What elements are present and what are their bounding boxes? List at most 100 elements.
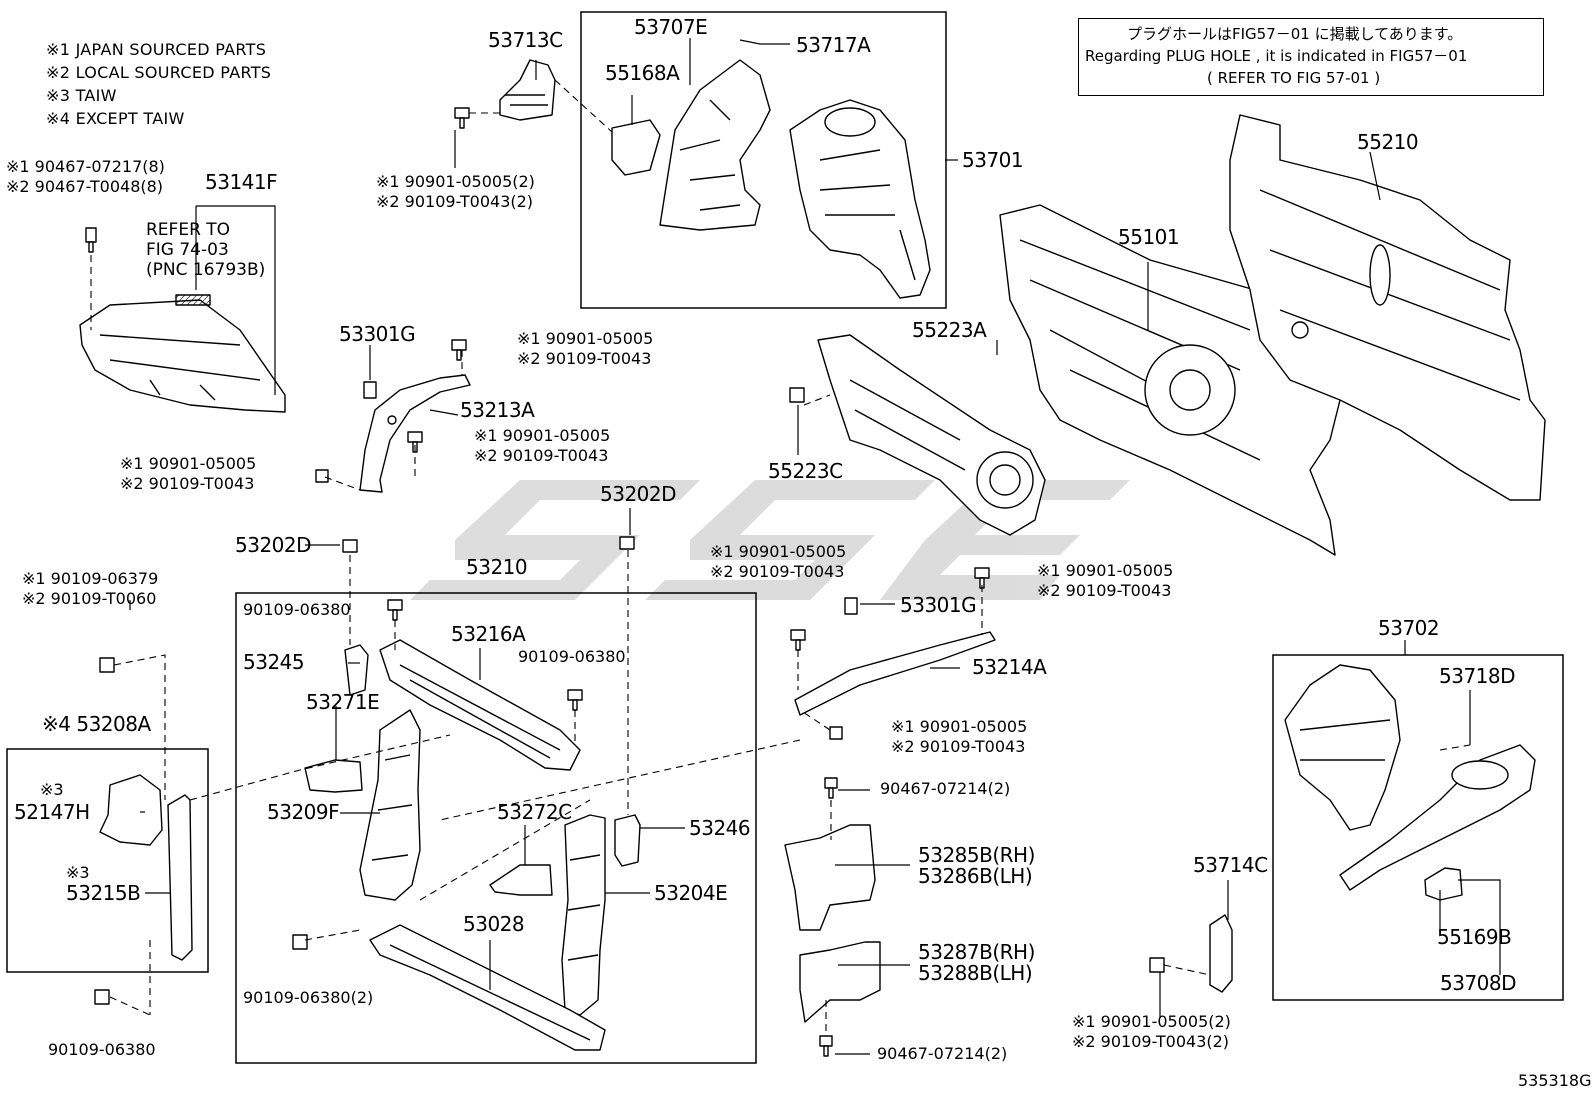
part-55210-shape [1229,114,1546,501]
part-label: 53204E [654,881,728,905]
fastener-label: ※1 90901-05005(2) [1072,1012,1231,1031]
part-53213A-shape [359,374,471,493]
plug-note-line-ref: ( REFER TO FIG 57-01 ) [1207,69,1381,87]
fastener-label: ※2 90109-T0043 [517,349,652,368]
part-53702-shape [1284,664,1401,831]
fastener-label: ※1 90467-07217(8) [6,157,165,176]
fastener-label: ※2 90109-T0060 [22,589,157,608]
part-label: 53245 [243,650,305,674]
plug-note-line-jp: プラグホールはFIG57－01 に掲載してあります。 [1127,25,1463,43]
part-label: 53028 [463,912,525,936]
part-label: 53708D [1440,971,1517,995]
fastener-label: ※1 90901-05005 [517,329,654,348]
fastener-label: 90109-06380(2) [243,988,374,1007]
part-label: 53288B(LH) [918,961,1033,985]
fastener-label: 90109-06380 [243,600,351,619]
refer-note-line: (PNC 16793B) [146,260,266,280]
fastener-label: ※1 90109-06379 [22,569,159,588]
group-box-53208A [6,748,209,973]
part-label: 53713C [488,28,563,52]
part-label: 53209F [267,800,340,824]
part-53246-shape [614,814,641,867]
fastener-label: ※2 90109-T0043(2) [1072,1032,1230,1051]
part-label: 53141F [205,170,278,194]
fastener-label: ※2 90109-T0043 [120,474,255,493]
part-53707E-shape [659,59,771,231]
part-label: 53202D [235,533,312,557]
watermark-logo [410,480,1130,600]
part-53215B-shape [167,794,193,961]
refer-note-line: REFER TO [146,220,231,240]
part-53714C-shape [1209,914,1233,993]
part-label: ※4 53208A [42,712,151,736]
fastener-label: ※2 90109-T0043(2) [376,192,534,211]
part-tag: ※3 [40,780,64,799]
plug-hole-note: プラグホールはFIG57－01 に掲載してあります。 Regarding PLU… [1078,18,1544,96]
fastener-label: ※1 90901-05005 [120,454,257,473]
part-label: 55210 [1357,130,1419,154]
part-label: 53702 [1378,616,1440,640]
part-55169B-shape [1424,867,1463,901]
fastener-label: ※1 90901-05005 [1037,561,1174,580]
part-52147H-shape [99,774,163,846]
fastener-label: 90467-07214(2) [877,1044,1008,1063]
part-label: 53214A [972,655,1047,679]
part-53701-shape [789,99,931,299]
legend-item: ※1 JAPAN SOURCED PARTS [46,40,267,59]
part-label: 55223A [912,318,987,342]
refer-note-line: FIG 74-03 [146,240,229,260]
part-53271E-shape [304,759,363,793]
part-label: 53717A [796,33,871,57]
refer-note: REFER TO FIG 74-03 (PNC 16793B) [146,220,265,280]
fastener-label: ※2 90109-T0043 [710,562,845,581]
part-label: 53272C [497,800,572,824]
part-label: 53271E [306,690,380,714]
part-label: 53286B(LH) [918,864,1033,888]
legend: ※1 JAPAN SOURCED PARTS ※2 LOCAL SOURCED … [46,38,271,130]
part-53285B-shape [784,824,876,931]
part-label: 55223C [768,459,843,483]
fastener-label: ※1 90901-05005 [474,426,611,445]
part-53204E-shape [561,814,606,1016]
part-label: 53210 [466,555,528,579]
part-label: 53287B(RH) [918,940,1035,964]
part-label: 53246 [689,816,751,840]
fastener-label: ※1 90901-05005 [710,542,847,561]
part-label: 52147H [14,800,90,824]
part-label: 53707E [634,15,708,39]
group-box-53702 [1272,654,1564,1001]
part-label: 55101 [1118,225,1180,249]
part-label: 53202D [600,482,677,506]
part-53216A-shape [379,639,581,771]
part-53141F-shape [79,299,286,413]
part-53287B-shape [799,941,881,1023]
fastener-label: ※2 90467-T0048(8) [6,177,164,196]
part-label: 53714C [1193,853,1268,877]
fastener-label: 90467-07214(2) [880,779,1011,798]
part-label: 55168A [605,61,680,85]
part-label: 53216A [451,622,526,646]
part-label: 53718D [1439,664,1516,688]
part-53245-shape [344,644,369,696]
part-53272C-shape [489,864,553,896]
part-label: 53701 [962,148,1024,172]
fastener-label: ※2 90109-T0043 [891,737,1026,756]
part-label: 53301G [339,322,416,346]
legend-item: ※4 EXCEPT TAIW [46,109,185,128]
part-53713C-shape [499,59,556,121]
part-55168A-shape [611,119,661,176]
fastener-label: ※1 90901-05005 [891,717,1028,736]
fastener-label: 90109-06380 [48,1040,156,1059]
part-label: 55169B [1437,925,1512,949]
group-box-53210 [235,592,757,1064]
plug-note-line-en: Regarding PLUG HOLE , it is indicated in… [1085,47,1468,65]
part-label: 53215B [66,881,141,905]
fastener-label: ※1 90901-05005(2) [376,172,535,191]
legend-item: ※3 TAIW [46,86,117,105]
part-53214A-shape [794,631,996,716]
part-tag: ※3 [66,863,90,882]
part-label: 53213A [460,398,535,422]
fastener-label: ※2 90109-T0043 [474,446,609,465]
part-label: 53285B(RH) [918,843,1035,867]
